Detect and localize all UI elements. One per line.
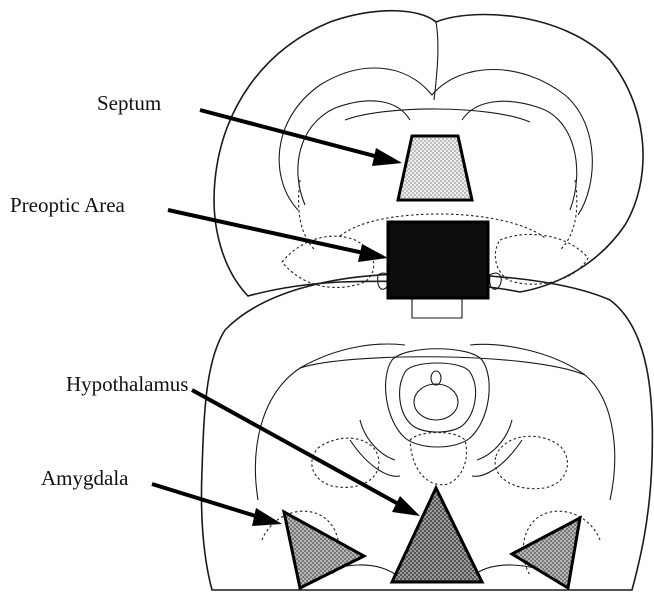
upper-dotted-right xyxy=(495,234,588,284)
upper-midline-fissure xyxy=(434,22,438,100)
lower-hippocampus-right xyxy=(472,420,522,476)
hypothalamus-arrow-line xyxy=(192,390,402,506)
lower-ventricle-core xyxy=(414,384,458,420)
preoptic-area-label: Preoptic Area xyxy=(10,193,126,217)
preoptic-arrow-head xyxy=(358,244,388,262)
amygdala-right-region xyxy=(512,518,580,588)
lower-corpus-callosum xyxy=(300,357,585,375)
pointer-arrows xyxy=(152,110,420,526)
lower-thalamus-middle xyxy=(400,363,476,432)
lower-dotted-right xyxy=(495,436,567,488)
upper-ventricle-left xyxy=(298,101,410,205)
amygdala-label: Amygdala xyxy=(41,466,129,490)
septum-arrow-head xyxy=(372,148,402,166)
lower-dotted-center xyxy=(410,433,466,485)
lower-hippocampus-left xyxy=(350,420,400,476)
region-labels: Septum Preoptic Area Hypothalamus Amygda… xyxy=(10,91,188,490)
lower-ventricle-dot xyxy=(431,371,441,385)
upper-stalk xyxy=(412,298,462,318)
amygdala-arrow-line xyxy=(152,484,262,518)
preoptic-arrow-line xyxy=(168,210,368,254)
septum-label: Septum xyxy=(97,91,161,115)
amygdala-left-region xyxy=(284,512,364,588)
hypothalamus-label: Hypothalamus xyxy=(66,372,188,396)
hypothalamus-arrow-head xyxy=(392,496,420,516)
preoptic-area-region xyxy=(388,222,488,298)
septum-region xyxy=(398,136,472,200)
upper-corpus-callosum xyxy=(345,109,530,122)
upper-ventricle-right xyxy=(462,101,577,210)
amygdala-arrow-head xyxy=(252,508,282,526)
